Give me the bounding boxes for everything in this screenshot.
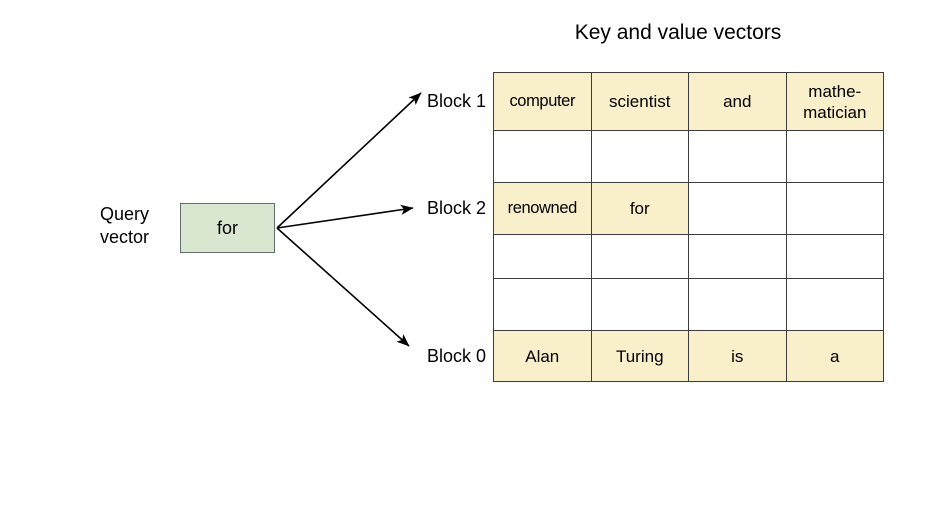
- grid-cell-token: for: [590, 182, 689, 235]
- diagram-title: Key and value vectors: [574, 21, 782, 44]
- grid-cell-token: and: [688, 72, 787, 131]
- grid-cell-line: matician: [803, 102, 867, 122]
- grid-cell-token: scientist: [590, 72, 689, 131]
- grid-cell-token: Alan: [493, 330, 592, 382]
- grid-cell-empty: [785, 130, 884, 183]
- grid-row: [493, 130, 884, 183]
- query-vector-label-line1: Query: [100, 204, 150, 224]
- grid-row: [493, 278, 884, 331]
- grid-cell-token: computer: [493, 72, 592, 131]
- grid-cell-empty: [785, 278, 884, 331]
- query-vector-label-line2: vector: [100, 227, 150, 247]
- block-label: Block 1: [426, 91, 486, 111]
- arrow-to-block-0: [276, 227, 410, 347]
- grid-cell-empty: [493, 278, 592, 331]
- grid-cell-empty: [590, 130, 689, 183]
- grid-cell-token: mathe-matician: [785, 72, 884, 131]
- grid-cell-empty: [590, 234, 689, 279]
- grid-cell-empty: [590, 278, 689, 331]
- arrow-to-block-1: [276, 92, 422, 229]
- query-vector-box[interactable]: for: [180, 203, 275, 253]
- grid-cell-token: a: [785, 330, 884, 382]
- query-vector-label: Query vector: [100, 203, 174, 249]
- grid-cell-token: Turing: [590, 330, 689, 382]
- grid-cell-empty: [688, 278, 787, 331]
- block-label: Block 2: [426, 198, 486, 218]
- block-label: Block 0: [426, 345, 486, 366]
- grid-cell-empty: [785, 182, 884, 235]
- grid-cell-empty: [493, 234, 592, 279]
- grid-cell-empty: [688, 130, 787, 183]
- grid-row: [493, 234, 884, 279]
- grid-cell-token: is: [688, 330, 787, 382]
- grid-cell-token: renowned: [493, 182, 592, 235]
- query-vector-token: for: [216, 217, 238, 238]
- grid-cell-empty: [493, 130, 592, 183]
- grid-cell-empty: [785, 234, 884, 279]
- grid-cell-empty: [688, 234, 787, 279]
- grid-cell-line: mathe-: [808, 81, 862, 101]
- grid-cell-empty: [688, 182, 787, 235]
- arrow-to-block-2: [276, 204, 414, 229]
